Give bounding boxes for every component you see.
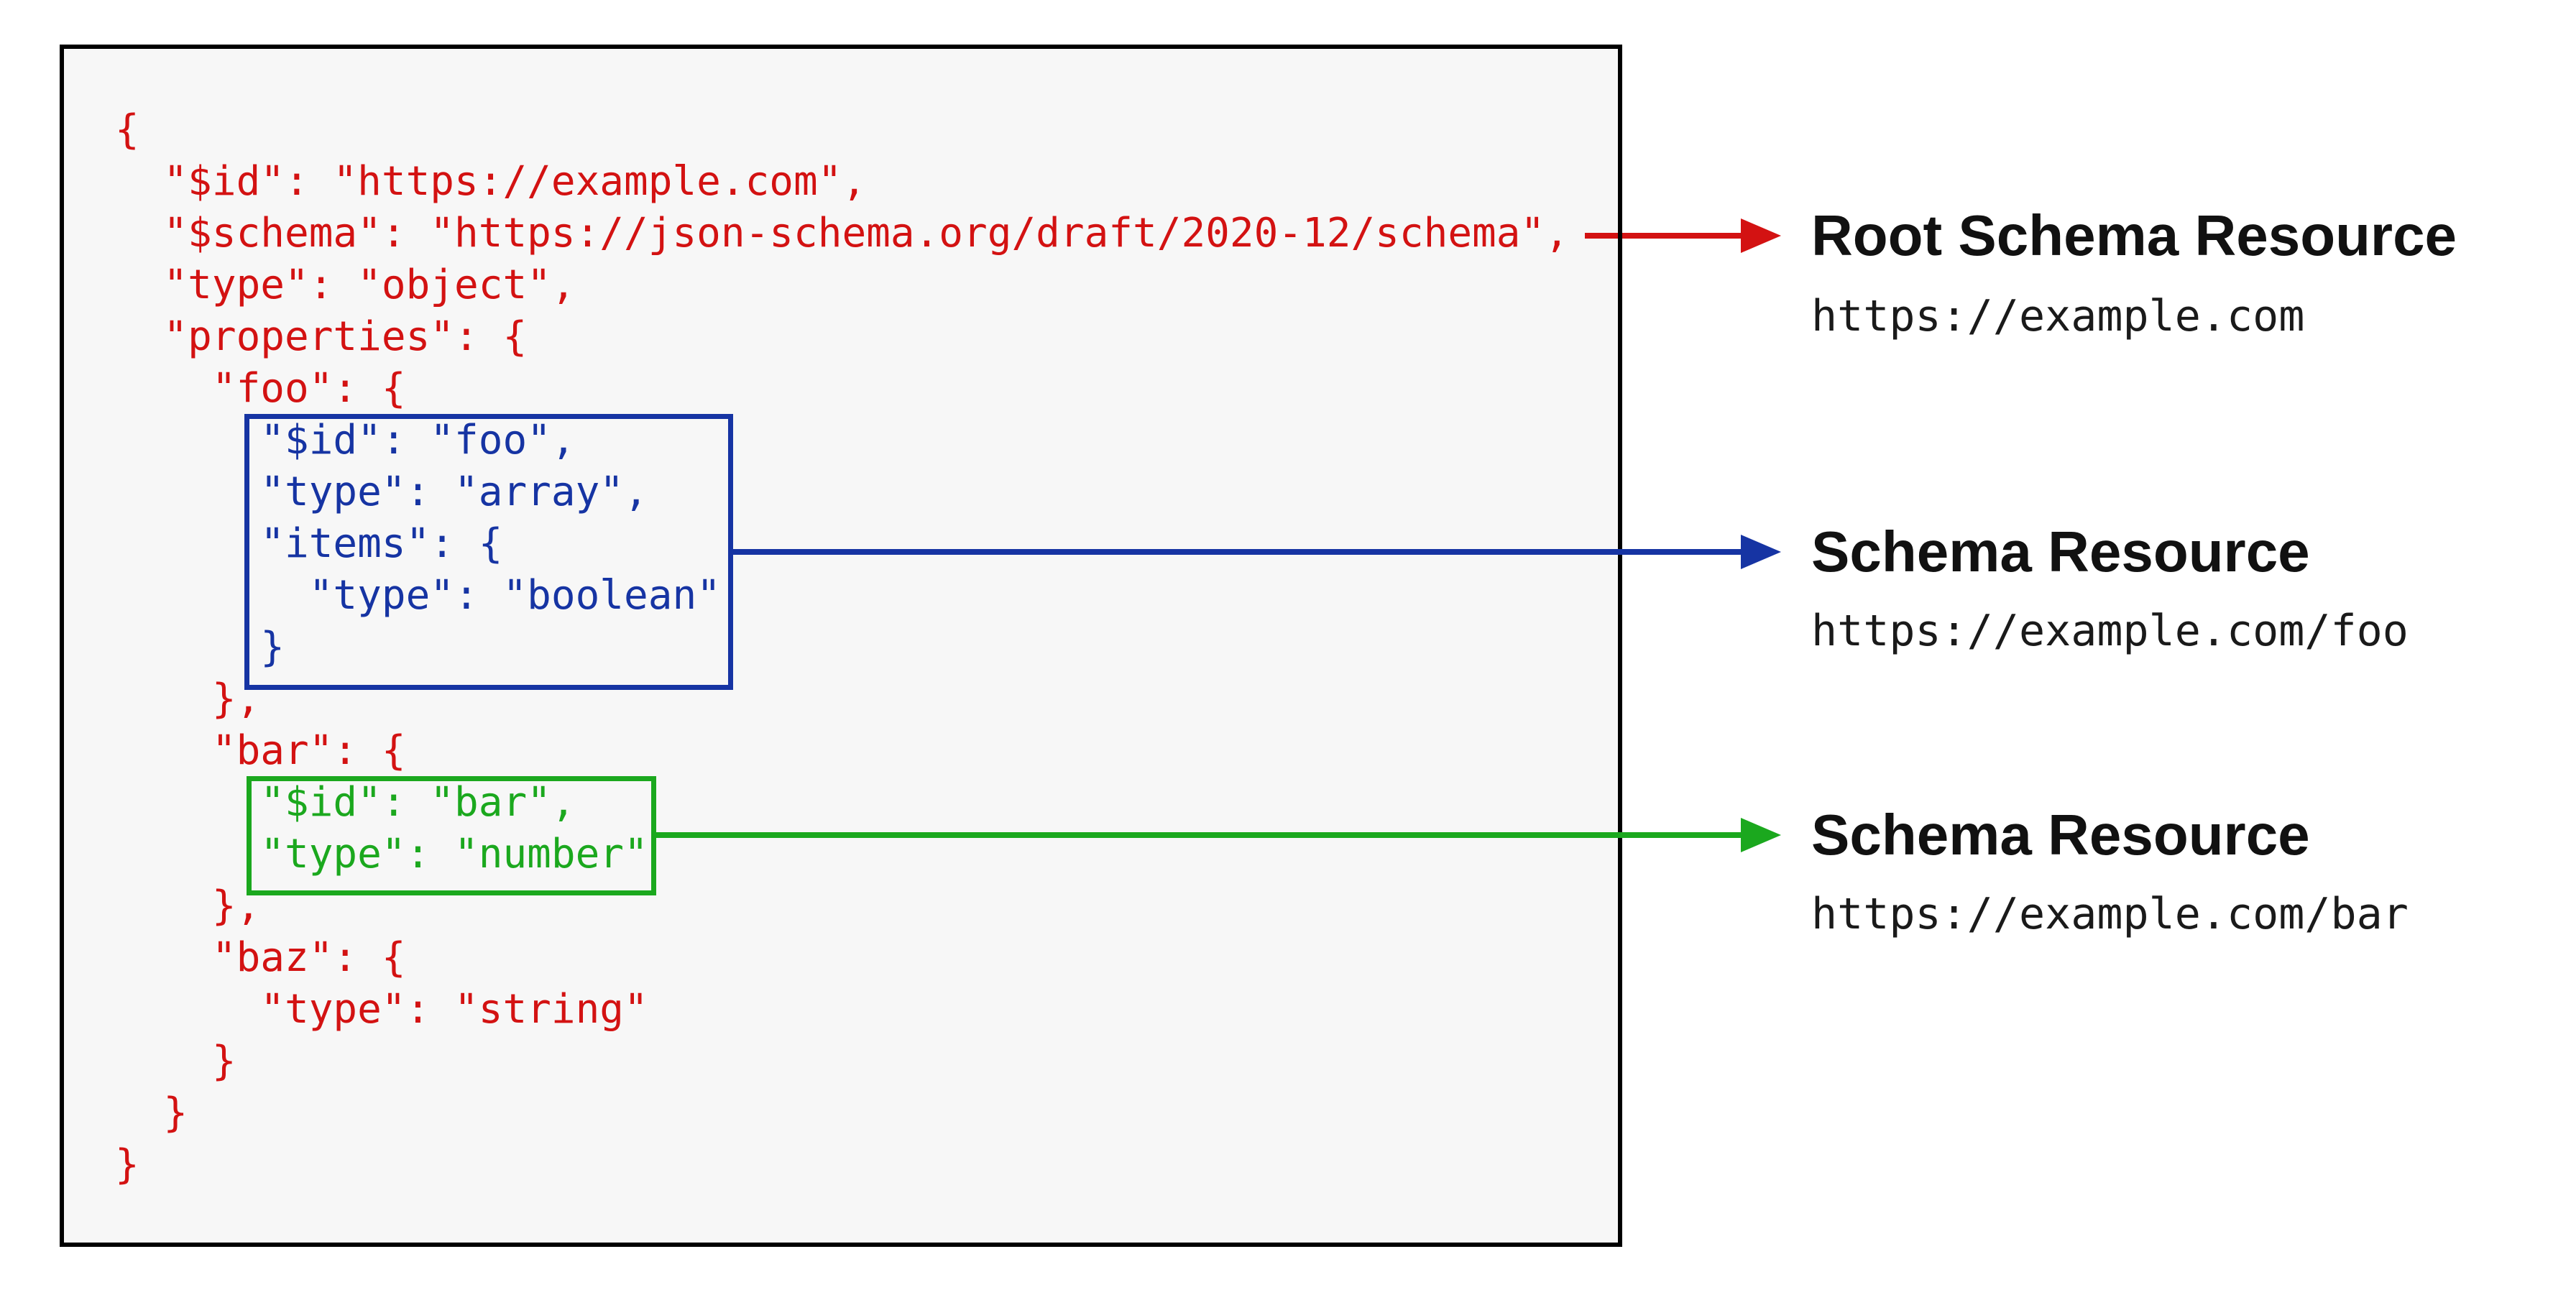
bar-schema-resource-box [247, 776, 656, 895]
arrow-line [651, 832, 1744, 838]
arrow-line [1585, 233, 1744, 239]
code-line: } [115, 1141, 139, 1188]
code-line: "type": "boolean" [115, 572, 721, 619]
schema-code-panel [60, 45, 1622, 1247]
code-line: "type": "string" [115, 986, 648, 1033]
code-line: } [115, 1038, 236, 1084]
arrow-line [729, 549, 1744, 555]
code-line: "properties": { [115, 313, 528, 360]
panel-border-overlap [1618, 216, 1622, 256]
foo-schema-resource-box [244, 414, 733, 690]
code-line: } [115, 624, 285, 670]
annotation-heading: Schema Resource [1811, 520, 2310, 584]
code-line: "bar": { [115, 727, 406, 774]
arrow-head-icon [1741, 535, 1781, 569]
code-line: }, [115, 882, 261, 929]
annotation-heading: Root Schema Resource [1811, 203, 2457, 267]
annotation-url: https://example.com/foo [1811, 606, 2409, 656]
code-line: "$id": "bar", [115, 779, 576, 826]
code-line: { [115, 106, 139, 153]
code-line: "$id": "foo", [115, 417, 576, 464]
code-line: "items": { [115, 520, 503, 567]
code-line: } [115, 1089, 188, 1136]
code-line: "foo": { [115, 365, 406, 412]
code-line: "baz": { [115, 934, 406, 981]
arrow-head-icon [1741, 818, 1781, 852]
arrow-head-icon [1741, 218, 1781, 253]
annotation-heading: Schema Resource [1811, 803, 2310, 867]
code-line: "type": "array", [115, 469, 648, 515]
bar-schema-annotation: Schema Resource [1811, 805, 2310, 865]
annotation-url: https://example.com [1811, 291, 2305, 341]
foo-schema-annotation: Schema Resource [1811, 522, 2310, 582]
code-line: "type": "object", [115, 262, 576, 308]
code-line: "type": "number" [115, 831, 648, 877]
annotation-url: https://example.com/bar [1811, 889, 2409, 939]
code-line: "$schema": "https://json-schema.org/draf… [115, 210, 1569, 257]
json-schema-code-block: { "$id": "https://example.com", "$schema… [115, 104, 1569, 1191]
code-line: }, [115, 676, 261, 722]
root-schema-annotation: Root Schema Resource [1811, 206, 2457, 266]
code-line: "$id": "https://example.com", [115, 158, 867, 205]
